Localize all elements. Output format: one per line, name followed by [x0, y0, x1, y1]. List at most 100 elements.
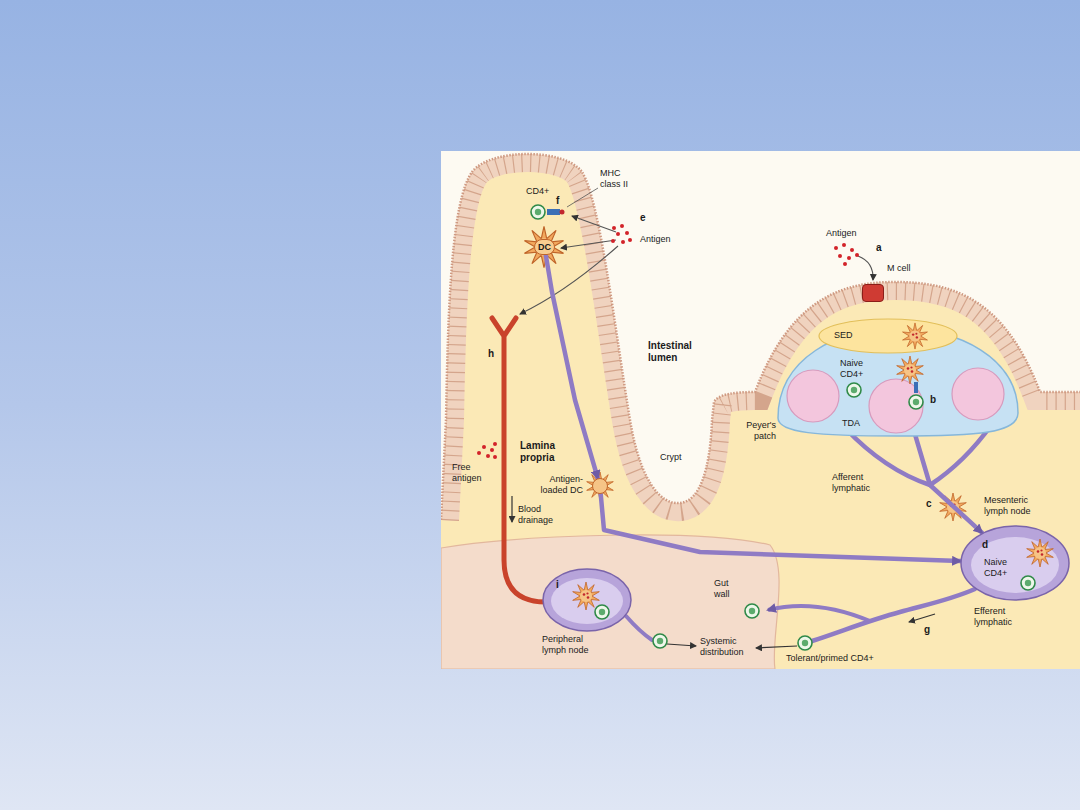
arrow	[756, 646, 797, 648]
brush-border	[441, 154, 1080, 520]
node-text: Naive CD4+	[984, 557, 1012, 579]
callout-label-wrap: h	[488, 348, 494, 360]
callout-label-wrap: f	[556, 195, 559, 207]
mhc-molecule	[547, 209, 560, 215]
callout-label: MHC class II	[600, 168, 636, 190]
peptide	[560, 210, 565, 215]
mesenteric-lymph-node-outline	[960, 525, 1070, 601]
antigen-dot	[838, 254, 842, 258]
dendritic-cell: DC	[534, 239, 555, 255]
peyers-patch-outline-part	[914, 382, 918, 393]
arrow	[561, 240, 616, 248]
peripheral-lymph-node-outline-part	[551, 578, 623, 624]
leader-line	[567, 188, 598, 207]
peyers-patch-outline-part	[847, 383, 861, 397]
callout-label: a	[876, 242, 882, 254]
callout-label-wrap: Intestinal lumen	[648, 340, 698, 364]
node-text-wrap: TDA	[842, 418, 860, 429]
dendritic-cell	[524, 226, 563, 267]
lymphatic-connector	[546, 255, 598, 478]
callout-label: CD4+	[526, 186, 549, 197]
callout-label: Systemic distribution	[700, 636, 750, 658]
antigen-dot	[842, 243, 846, 247]
peyers-patch-outline-part	[787, 370, 839, 422]
mesenteric-lymph-node: Mesenteric lymph nodeNaive CD4+	[960, 525, 1070, 601]
callout-label: Intestinal lumen	[648, 340, 698, 364]
node-text-wrap: Antigen-loaded DC	[531, 474, 583, 496]
peripheral-lymph-node-outline-part	[573, 582, 600, 610]
efferent-lymphatic-vessel	[812, 589, 975, 641]
arrow	[858, 256, 873, 280]
antigen-dot	[482, 445, 486, 449]
peripheral-lymph-node-outline	[542, 568, 632, 632]
antigen-dot	[620, 224, 624, 228]
node-text: M cell	[887, 263, 911, 274]
peyers-patch-outline-part	[909, 395, 923, 409]
edge-label-wrap: Afferent lymphatic	[832, 472, 876, 494]
antigen-dot	[493, 455, 497, 459]
edge-label: Afferent lymphatic	[832, 472, 876, 494]
node-text: Peripheral lymph node	[542, 634, 594, 656]
peripheral-lymph-node: Peripheral lymph node	[542, 568, 632, 632]
node-text-wrap: Peyer's patch	[738, 420, 776, 442]
callout-label-wrap: a	[876, 242, 882, 254]
mesenteric-lymph-node-outline-part	[1027, 539, 1054, 567]
mesenteric-lymph-node-outline-part	[1021, 576, 1035, 590]
antigen-dot	[616, 232, 620, 236]
mesenteric-lymph-node-outline-part	[971, 537, 1059, 593]
lymphatic-connector	[915, 435, 982, 532]
antigen-dot	[612, 226, 616, 230]
antigen-dot	[611, 239, 615, 243]
callout-label: e	[640, 212, 646, 224]
arrow	[667, 644, 696, 646]
callout-label-wrap: Gut wall	[714, 578, 740, 600]
arrow	[572, 216, 616, 232]
subepithelial-dome-outline-part	[819, 319, 957, 353]
peyers-patch-outline-part	[869, 379, 923, 433]
callout-label-wrap: Antigen	[826, 228, 857, 239]
figure-panel	[441, 151, 1080, 669]
callout-label-wrap: Systemic distribution	[700, 636, 750, 658]
antigen-dot	[850, 248, 854, 252]
peripheral-lymph-node-outline-part	[543, 569, 631, 631]
callout-label: Tolerant/primed CD4+	[786, 653, 874, 664]
node-text-wrap: Naive CD4+	[840, 358, 870, 380]
callout-label-wrap: Free antigen	[452, 462, 490, 484]
node-text: Peyer's patch	[738, 420, 776, 442]
peripheral-lymph-node-outline-part	[595, 605, 609, 619]
callout-label-wrap: Efferent lymphatic	[974, 606, 1020, 628]
antigen-loaded-dc: Antigen-loaded DC	[592, 478, 608, 494]
node-text: Naive CD4+	[840, 358, 870, 380]
antigen-dot	[493, 442, 497, 446]
peyers-patch-outline-part	[952, 368, 1004, 420]
antigen-dot	[625, 231, 629, 235]
antigen-dot	[486, 454, 490, 458]
node-text-wrap: Mesenteric lymph node	[984, 495, 1046, 517]
callout-label-wrap: g	[924, 624, 930, 636]
t-cell	[653, 634, 667, 648]
callout-label: Crypt	[660, 452, 682, 463]
antigen-dot	[847, 256, 851, 260]
lymphatic-vessel	[626, 616, 652, 640]
t-cell	[745, 604, 759, 618]
callout-label-wrap: CD4+	[526, 186, 549, 197]
t-cell	[798, 636, 812, 650]
callout-label: Antigen	[640, 234, 671, 245]
antigen-dot	[628, 238, 632, 242]
peyers-patch: Peyer's patchNaive CD4+TDASED	[778, 318, 1018, 436]
subepithelial-dome-outline-part	[903, 323, 928, 349]
mesenteric-lymph-node-outline-part	[961, 526, 1069, 600]
node-text: Mesenteric lymph node	[984, 495, 1046, 517]
intestinal-lumen	[441, 151, 1080, 520]
callout-label: Antigen	[826, 228, 857, 239]
callout-label: c	[926, 498, 932, 510]
callout-label: h	[488, 348, 494, 360]
node-text: DC	[538, 242, 551, 253]
blood-vessel	[492, 318, 546, 602]
lymphatic-branch	[768, 606, 870, 621]
callout-label: Blood drainage	[518, 504, 562, 526]
arrow	[909, 614, 935, 622]
callout-label-wrap: Blood drainage	[518, 504, 562, 526]
